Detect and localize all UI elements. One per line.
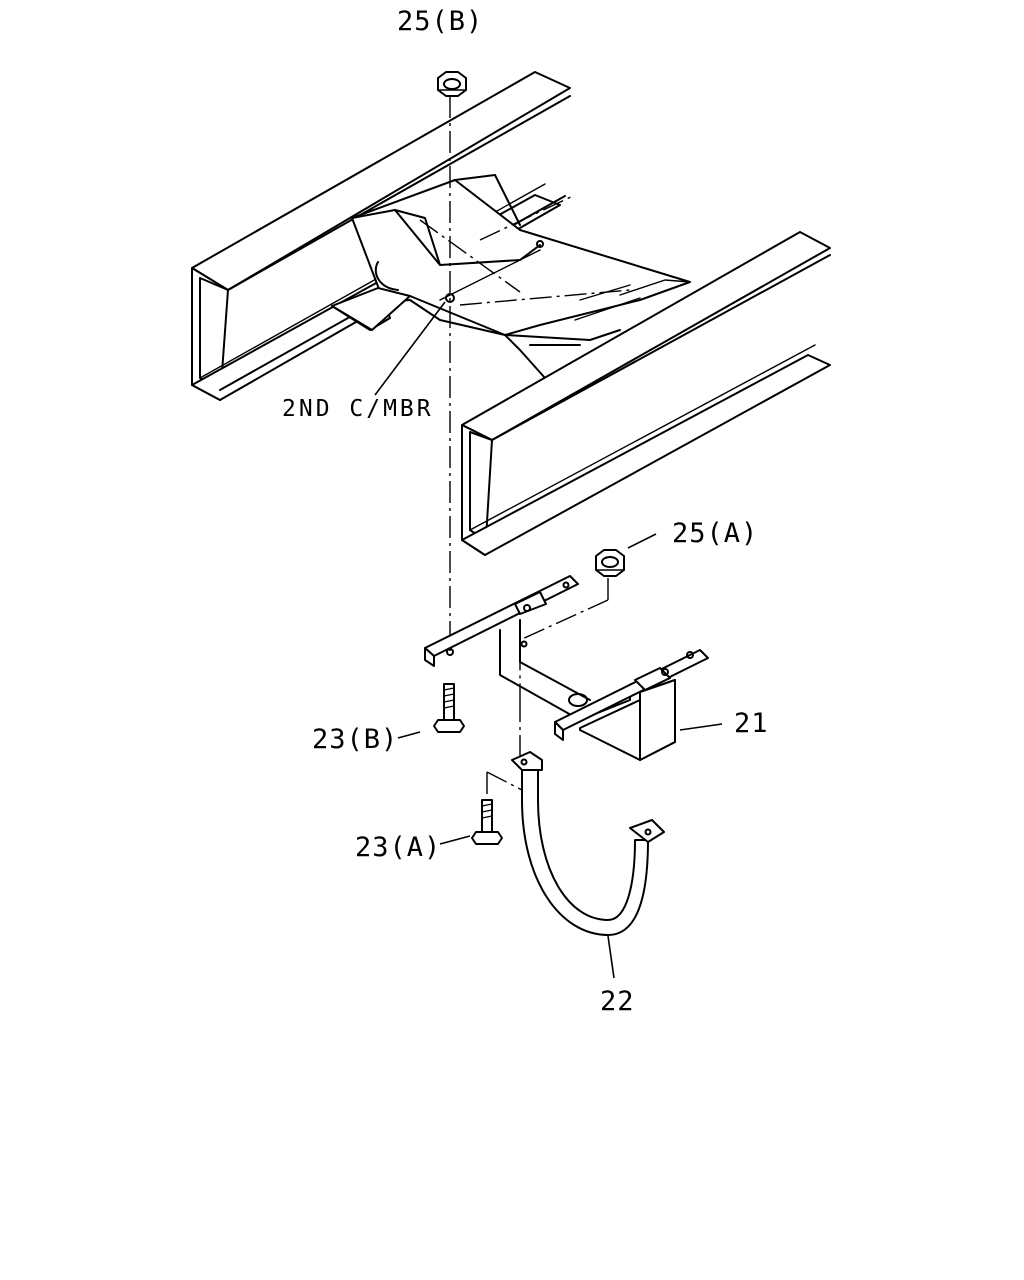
label-bolt-23b: 23(B) — [312, 724, 398, 755]
label-cross-member: 2ND C/MBR — [282, 396, 434, 422]
label-bolt-23a: 23(A) — [355, 832, 441, 863]
label-bracket-21: 21 — [734, 708, 769, 739]
band-22 — [511, 751, 665, 936]
label-band-22: 22 — [600, 986, 635, 1017]
bolt-23b — [433, 683, 465, 733]
bracket-21 — [424, 575, 709, 761]
label-nut-25b: 25(B) — [397, 6, 483, 37]
leader-lines — [374, 301, 723, 979]
nut-25a — [595, 549, 625, 577]
cross-member — [331, 174, 691, 379]
label-nut-25a: 25(A) — [672, 518, 758, 549]
nut-25b — [437, 71, 467, 97]
assembly-centerlines — [449, 96, 609, 800]
right-frame-rail — [461, 231, 831, 556]
bolt-23a — [471, 799, 503, 845]
